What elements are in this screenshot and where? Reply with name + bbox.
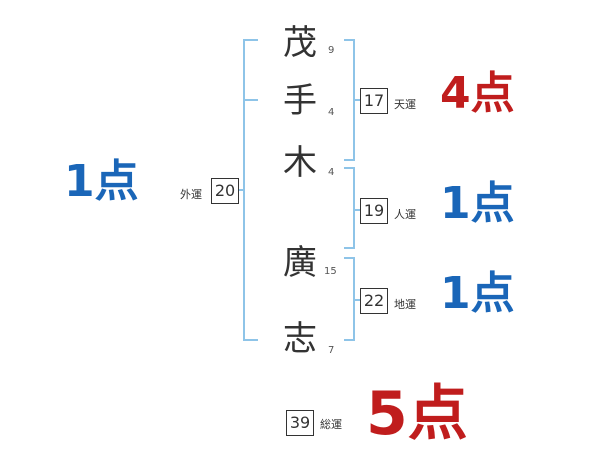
- souun-score: 5点: [366, 379, 468, 449]
- chiun-value: 22: [360, 288, 388, 314]
- jinun-bracket: [344, 167, 360, 249]
- name-char-5: 志: [283, 319, 317, 359]
- name-char-2: 手: [283, 81, 317, 121]
- chiun-bracket: [344, 257, 360, 341]
- gaiun-bracket: [236, 39, 258, 341]
- jinun-label: 人運: [394, 208, 416, 221]
- jinun-value: 19: [360, 198, 388, 224]
- souun-value: 39: [286, 410, 314, 436]
- tenun-bracket: [344, 39, 360, 161]
- stroke-count-3: 4: [328, 167, 335, 178]
- gaiun-label: 外運: [180, 188, 202, 201]
- name-char-3: 木: [283, 143, 317, 183]
- gaiun-score: 1点: [64, 156, 139, 207]
- chiun-score: 1点: [440, 268, 515, 319]
- tenun-score: 4点: [440, 68, 515, 119]
- stroke-count-5: 7: [328, 345, 335, 356]
- stroke-count-2: 4: [328, 107, 335, 118]
- chiun-label: 地運: [394, 298, 416, 311]
- stroke-count-1: 9: [328, 45, 335, 56]
- tenun-label: 天運: [394, 98, 416, 111]
- tenun-value: 17: [360, 88, 388, 114]
- souun-label: 総運: [320, 418, 342, 431]
- name-char-1: 茂: [283, 23, 317, 63]
- stroke-count-4: 15: [324, 266, 337, 277]
- name-char-4: 廣: [283, 243, 317, 283]
- gaiun-value: 20: [211, 178, 239, 204]
- jinun-score: 1点: [440, 178, 515, 229]
